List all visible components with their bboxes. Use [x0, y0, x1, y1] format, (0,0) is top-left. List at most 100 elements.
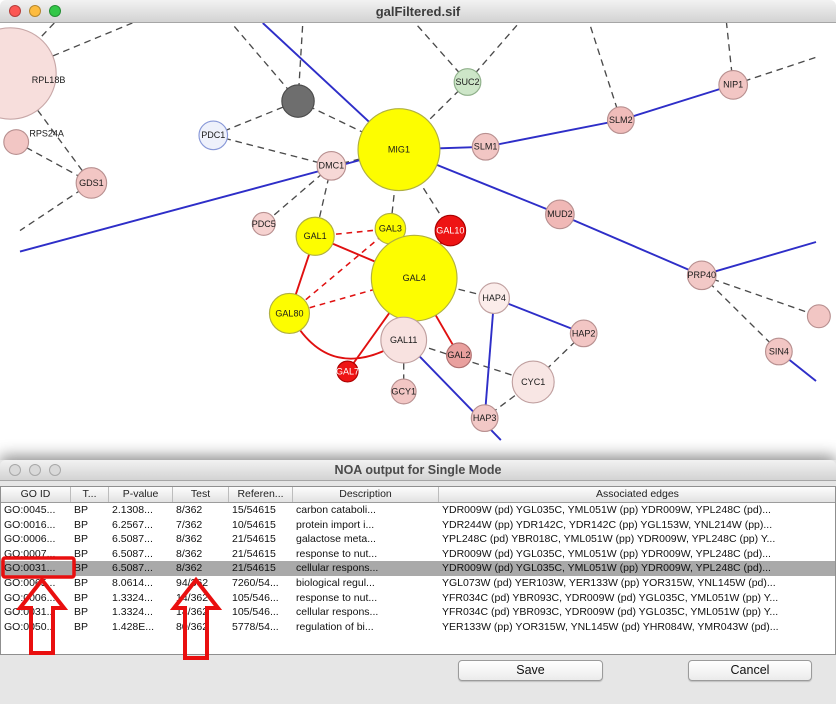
table-cell: BP — [74, 606, 89, 619]
network-window-titlebar[interactable]: galFiltered.sif — [0, 0, 836, 23]
network-node-gal11[interactable] — [380, 316, 428, 364]
table-cell: 1.428E... — [112, 620, 155, 633]
zoom-button[interactable] — [49, 464, 61, 476]
table-cell: cellular respons... — [296, 562, 379, 575]
table-cell: YDR009W (pd) YGL035C, YML051W (pp) YDR00… — [442, 547, 771, 560]
network-node-slm1[interactable] — [471, 132, 500, 161]
network-edge[interactable] — [620, 83, 734, 122]
network-node-hap3[interactable] — [470, 404, 499, 433]
node-label: GAL10 — [436, 225, 464, 235]
network-edge[interactable] — [230, 23, 299, 102]
network-node-gal1[interactable] — [295, 216, 335, 256]
node-label: HAP4 — [482, 293, 506, 303]
network-canvas[interactable]: RPL18BRPS24AGDS1PDC1DMC1MIG1SUC2SLM1SLM2… — [0, 23, 836, 461]
network-edge[interactable] — [213, 134, 332, 167]
node-label: SUC2 — [455, 77, 479, 87]
node-label: GAL4 — [403, 273, 426, 283]
network-node-cyc1[interactable] — [511, 360, 555, 404]
network-edge[interactable] — [213, 100, 299, 136]
network-node-dmc1[interactable] — [316, 150, 347, 181]
node-label: GAL2 — [447, 350, 470, 360]
network-edge[interactable] — [725, 23, 734, 85]
network-edge[interactable] — [701, 241, 817, 277]
network-node-gcy1[interactable] — [390, 378, 417, 405]
table-cell: BP — [74, 591, 89, 604]
minimize-button[interactable] — [29, 5, 41, 17]
column-header-description[interactable]: Description — [293, 487, 439, 502]
table-cell: 10/54615 — [232, 518, 276, 531]
node-label: SLM1 — [474, 142, 498, 152]
table-cell: regulation of bi... — [296, 620, 374, 633]
save-button[interactable]: Save — [458, 660, 603, 681]
table-cell: YFR034C (pd) YBR093C, YDR009W (pd) YGL03… — [442, 606, 779, 619]
table-cell: 2.1308... — [112, 504, 153, 516]
network-node-gal10[interactable] — [434, 214, 467, 247]
network-node-gds1[interactable] — [75, 167, 108, 199]
table-cell: 105/546... — [232, 591, 279, 604]
table-cell: 21/54615 — [232, 533, 276, 546]
network-node-mud2[interactable] — [545, 199, 575, 230]
node-label: GAL1 — [304, 231, 327, 241]
network-edge[interactable] — [485, 119, 621, 148]
node-label: GAL11 — [390, 335, 417, 345]
noa-window-titlebar[interactable]: NOA output for Single Mode — [0, 460, 836, 481]
table-cell: biological regul... — [296, 576, 375, 589]
network-node-gal80[interactable] — [268, 292, 311, 334]
network-node-slm2[interactable] — [606, 106, 635, 135]
network-edge[interactable] — [701, 274, 780, 352]
network-edge[interactable] — [588, 23, 622, 121]
minimize-button[interactable] — [29, 464, 41, 476]
network-node-rpl18b[interactable] — [0, 27, 57, 120]
network-node-pdc5[interactable] — [251, 211, 276, 236]
network-node-gal2[interactable] — [445, 342, 472, 369]
node-label: CYC1 — [521, 377, 545, 387]
zoom-button[interactable] — [49, 5, 61, 17]
close-button[interactable] — [9, 5, 21, 17]
network-edge[interactable] — [263, 165, 332, 225]
column-header-test[interactable]: Test — [173, 487, 229, 502]
network-node-hap4[interactable] — [478, 282, 510, 314]
network-edge[interactable] — [559, 213, 703, 277]
table-cell: 21/54615 — [232, 562, 276, 575]
network-node-suc2[interactable] — [453, 68, 482, 96]
network-node-prp40[interactable] — [686, 260, 717, 291]
table-cell: GO:0006... — [4, 533, 56, 546]
network-node-hap2[interactable] — [569, 319, 598, 348]
network-node-pdc1[interactable] — [198, 120, 229, 151]
cancel-button[interactable]: Cancel — [688, 660, 812, 681]
column-header-t[interactable]: T... — [71, 487, 109, 502]
close-button[interactable] — [9, 464, 21, 476]
node-label: GAL80 — [275, 308, 303, 318]
network-node-sin4[interactable] — [764, 337, 793, 366]
network-node-gal7[interactable] — [336, 360, 359, 383]
column-header-associated-edges[interactable]: Associated edges — [439, 487, 835, 502]
table-cell: YDR244W (pp) YDR142C, YDR142C (pp) YGL15… — [442, 518, 773, 531]
table-cell: YFR034C (pd) YBR093C, YDR009W (pd) YGL03… — [442, 591, 779, 604]
network-edge[interactable] — [288, 228, 391, 314]
column-header-p-value[interactable]: P-value — [109, 487, 173, 502]
network-edge[interactable] — [483, 298, 496, 419]
network-node-unlabeled[interactable] — [806, 304, 831, 329]
column-header-referen[interactable]: Referen... — [229, 487, 293, 502]
node-label: MUD2 — [547, 209, 573, 219]
column-header-go-id[interactable]: GO ID — [1, 487, 71, 502]
network-node-mig1[interactable] — [357, 108, 441, 192]
network-edge[interactable] — [701, 274, 820, 317]
network-node-unlabeled[interactable] — [281, 84, 315, 118]
table-cell: GO:0031... — [4, 562, 56, 575]
table-cell: galactose meta... — [296, 533, 376, 546]
network-edge[interactable] — [493, 297, 585, 335]
network-node-nip1[interactable] — [718, 70, 749, 100]
table-cell: YPL248C (pd) YBR018C, YML051W (pp) YDR00… — [442, 533, 776, 546]
network-node-rps24a[interactable] — [3, 129, 30, 155]
table-cell: BP — [74, 620, 89, 633]
